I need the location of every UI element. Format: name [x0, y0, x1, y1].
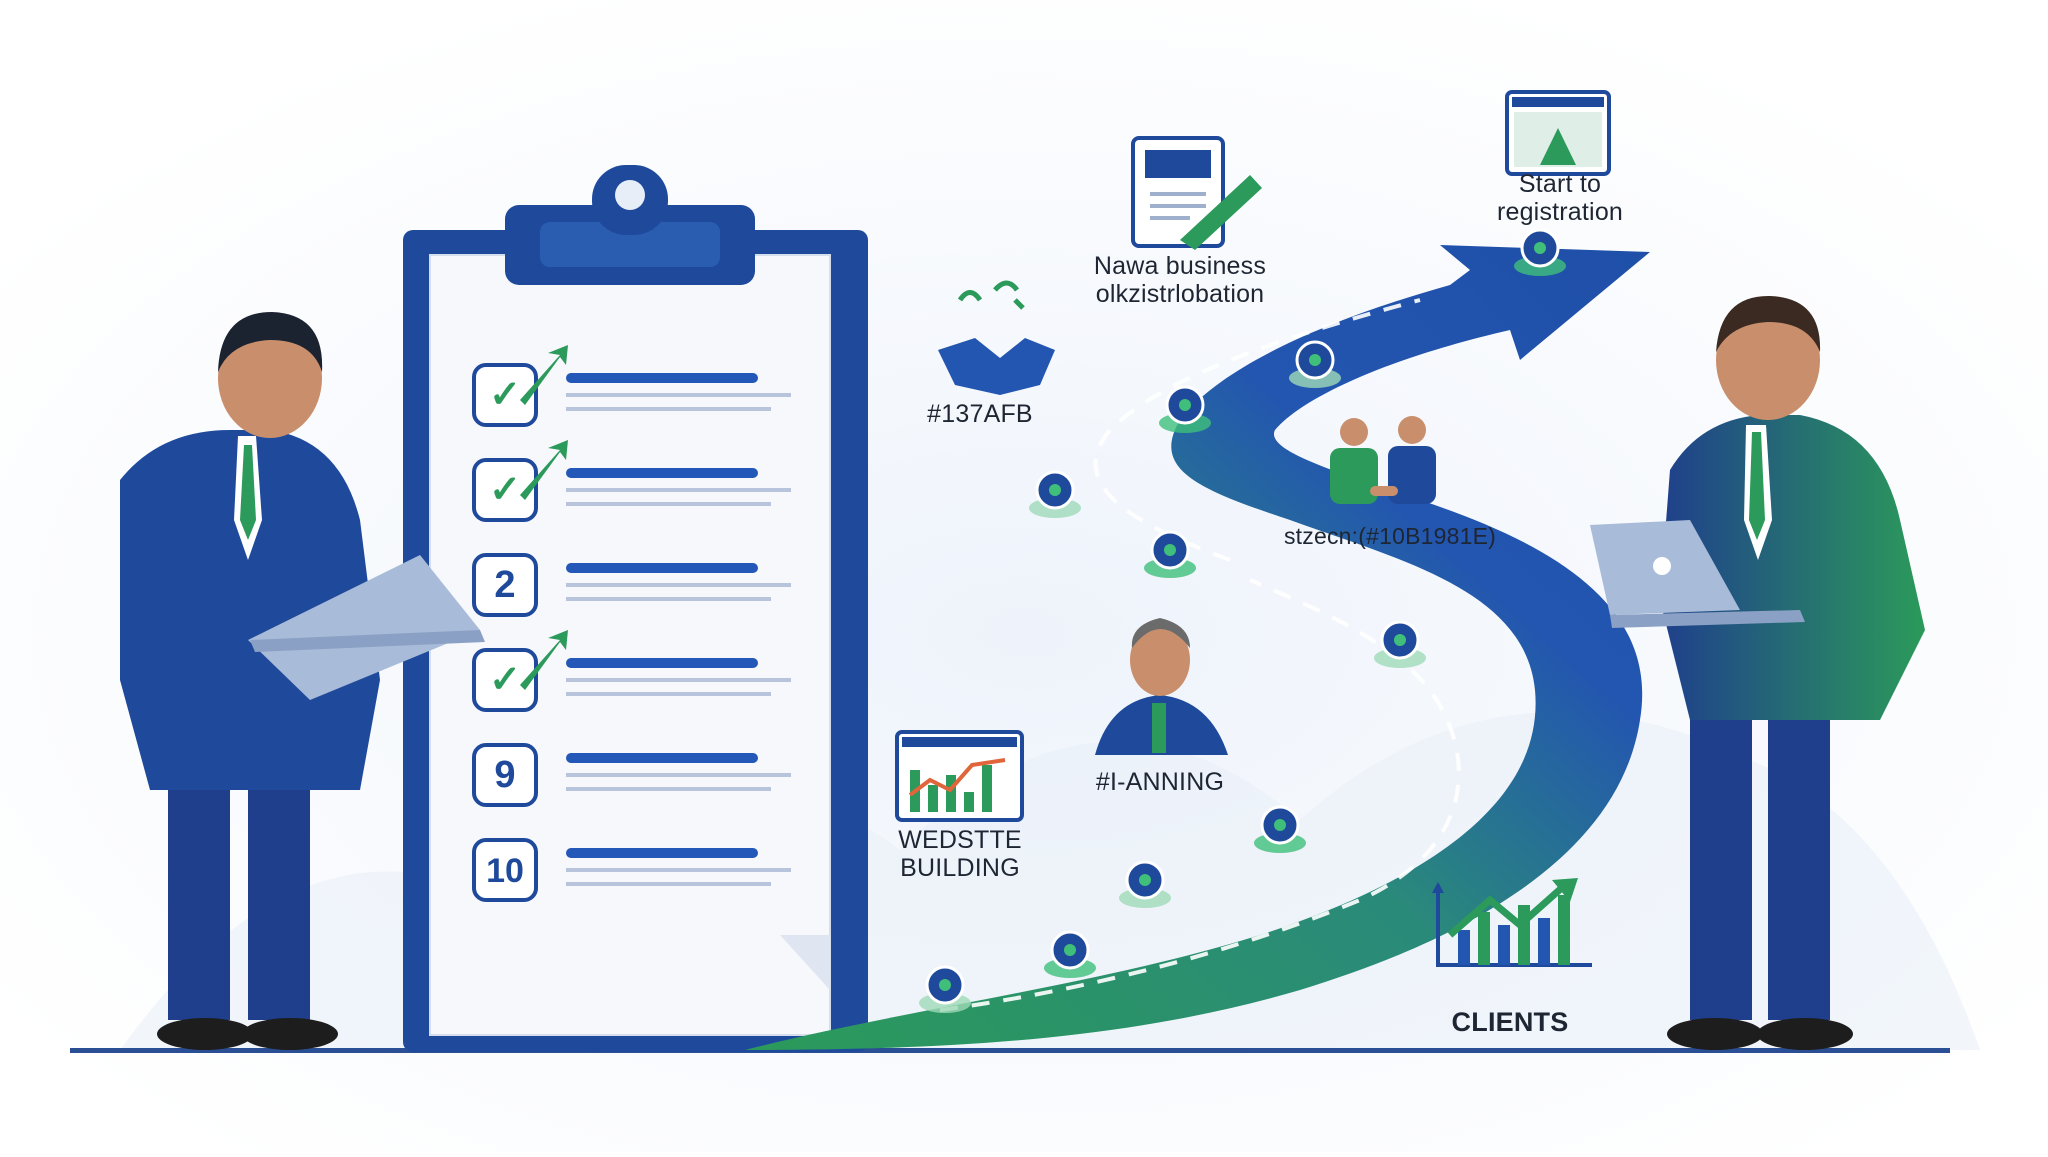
checklist-subline	[566, 583, 791, 587]
business-registration-label: Nawa business olkzistrlobation	[1070, 252, 1290, 308]
checklist-row: 9	[472, 743, 791, 807]
success-label: stzecn:(#10B1981E)	[1283, 523, 1496, 549]
checklist-line	[566, 563, 758, 573]
checklist-subline	[566, 597, 771, 601]
check-arrow-icon	[520, 440, 568, 500]
checklist-line	[566, 753, 758, 763]
milestone-pin-icon	[1374, 620, 1426, 668]
milestone-pin-icon	[1119, 860, 1171, 908]
planning-label: #I-ANNING	[1095, 768, 1225, 796]
check-arrow-icon	[520, 630, 568, 690]
checklist-row: ✓	[472, 345, 791, 427]
road-dash-upper	[1093, 298, 1421, 562]
website-building-line2: BUILDING	[900, 854, 1020, 882]
milestone-pin-icon	[1159, 385, 1211, 433]
business-registration-line2: olkzistrlobation	[1095, 280, 1265, 308]
website-building-line1: WEDSTTE	[898, 826, 1022, 854]
milestone-pin-icon	[919, 965, 971, 1013]
website-building-label: WEDSTTE BUILDING	[890, 826, 1030, 882]
milestone-pin-icon	[1044, 930, 1096, 978]
start-registration-line2: registration	[1496, 198, 1624, 226]
checklist-row: ✓	[472, 630, 791, 712]
ground-line	[70, 1048, 1950, 1053]
checklist-subline	[566, 678, 791, 682]
start-registration-line1: Start to	[1518, 170, 1602, 198]
business-registration-line1: Nawa business	[1093, 252, 1267, 280]
checklist-marker: ✓	[489, 659, 521, 701]
clipboard	[403, 165, 868, 1052]
checkbox	[472, 458, 538, 522]
checklist-line	[566, 468, 758, 478]
checklist-subline	[566, 393, 791, 397]
checklist-marker: 9	[494, 754, 515, 796]
clients-growth-chart-icon	[1432, 878, 1592, 967]
left-businessman	[120, 312, 485, 1050]
check-arrow-icon	[520, 345, 568, 405]
checklist-line	[566, 658, 758, 668]
checklist-marker: ✓	[489, 469, 521, 511]
milestone-pin-icon	[1289, 340, 1341, 388]
checklist-subline	[566, 868, 791, 872]
checklist-subline	[566, 773, 791, 777]
checklist-line	[566, 373, 758, 383]
checklist-subline	[566, 692, 771, 696]
checklist-subline	[566, 407, 771, 411]
partners-icon	[1330, 416, 1436, 504]
checklist-row: ✓	[472, 440, 791, 522]
checklist-subline	[566, 787, 771, 791]
milestone-pin-icon	[1144, 530, 1196, 578]
checklist-row: 10	[472, 838, 791, 902]
checklist-marker: 2	[494, 564, 515, 606]
milestone-pin-icon	[1254, 805, 1306, 853]
checklist-marker: ✓	[489, 374, 521, 416]
right-businessman	[1590, 295, 1925, 1050]
start-registration-label: Start to registration	[1460, 170, 1660, 226]
checkbox	[472, 363, 538, 427]
checklist-line	[566, 848, 758, 858]
website-chart-icon	[895, 730, 1024, 822]
checkbox	[472, 838, 538, 902]
document-pen-icon	[1131, 136, 1262, 250]
mentor-portrait-icon	[1095, 618, 1228, 755]
checkbox	[472, 553, 538, 617]
checkbox	[472, 743, 538, 807]
checklist-subline	[566, 502, 771, 506]
milestone-pin-icon	[1029, 470, 1081, 518]
checklist-subline	[566, 488, 791, 492]
checklist-marker: 10	[486, 852, 524, 890]
road-dash-lower	[939, 578, 1461, 1012]
road-pins	[919, 228, 1566, 1013]
milestone-pin-icon	[1514, 228, 1566, 276]
checklist-row: 2	[472, 553, 791, 617]
checklist-subline	[566, 882, 771, 886]
left-laptop	[248, 555, 480, 700]
monitor-icon	[1505, 90, 1611, 176]
partnership-label: #137AFB	[927, 400, 1033, 428]
checkbox	[472, 648, 538, 712]
checklist-items: ✓ ✓ 2 ✓ 9 10	[472, 345, 791, 902]
clients-label: CLIENTS	[1451, 1007, 1569, 1037]
handshake-icon	[938, 280, 1055, 395]
